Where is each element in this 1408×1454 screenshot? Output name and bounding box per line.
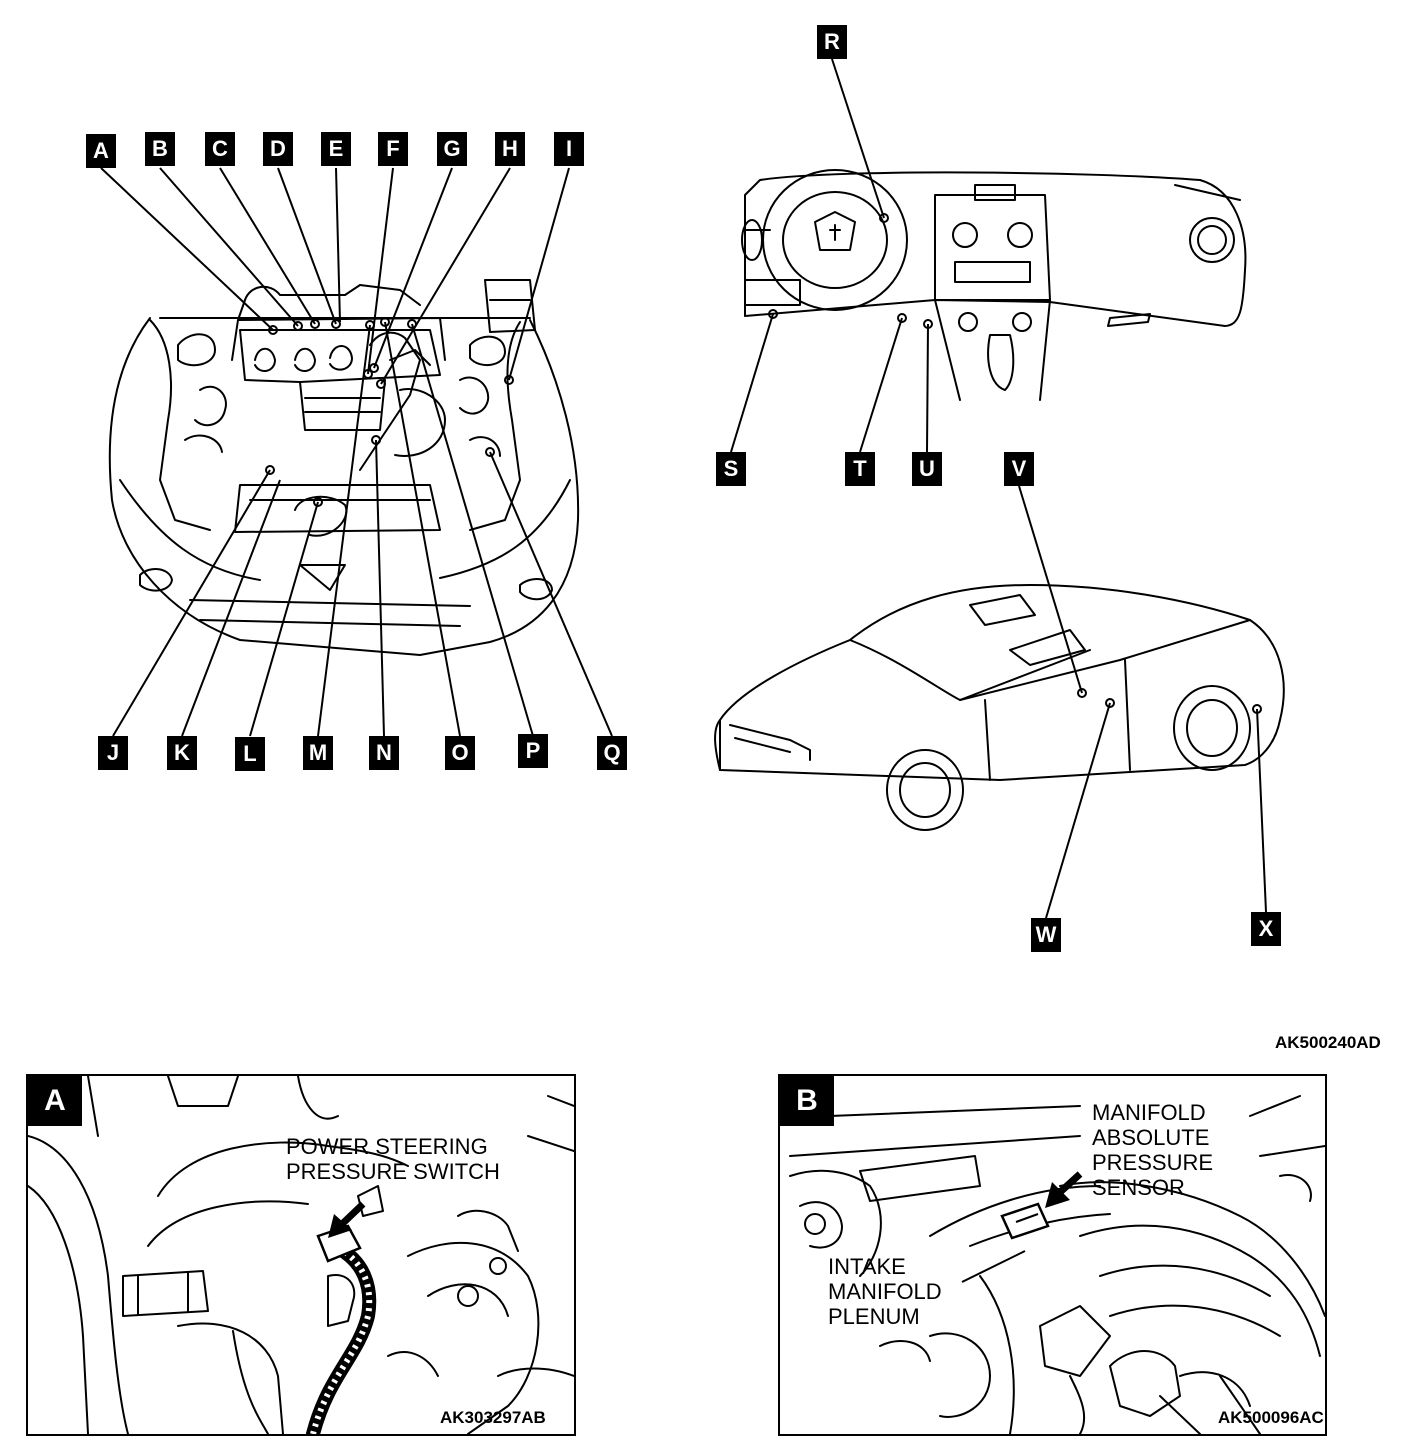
panel-b-tag: B [780,1076,834,1126]
map-sensor-label: MANIFOLD ABSOLUTE PRESSURE SENSOR [1092,1100,1214,1200]
label-e: E [321,132,351,166]
label-x: X [1251,912,1281,946]
label-i: I [554,132,584,166]
power-steering-pressure-switch-label: POWER STEERING PRESSURE SWITCH [286,1134,500,1184]
label-l: L [235,737,265,771]
map-sensor-photo-drawing [789,1095,1325,1434]
label-b: B [145,132,175,166]
panel-b-reference: AK500096AC [1218,1408,1324,1427]
panel-a-reference: AK303297AB [440,1408,546,1427]
label-u: U [912,452,942,486]
label-j: J [98,736,128,770]
panel-a-tag: A [28,1076,82,1126]
label-a: A [86,134,116,168]
label-r: R [817,25,847,59]
power-steering-switch-photo-drawing [28,1076,574,1434]
label-k: K [167,736,197,770]
label-o: O [445,736,475,770]
label-h: H [495,132,525,166]
label-d: D [263,132,293,166]
detail-panel-a: A POWER STEERING PRESSURE SWITCH AK30329… [26,1074,576,1436]
label-f: F [378,132,408,166]
label-q: Q [597,736,627,770]
label-v: V [1004,452,1034,486]
label-p: P [518,734,548,768]
detail-panel-b: B MANIFOLD ABSOLUTE PRESSURE SENSOR INTA… [778,1074,1327,1436]
label-n: N [369,736,399,770]
intake-manifold-plenum-label: INTAKE MANIFOLD PLENUM [828,1254,942,1329]
figure-reference: AK500240AD [1275,1033,1381,1052]
label-t: T [845,452,875,486]
label-s: S [716,452,746,486]
label-c: C [205,132,235,166]
label-g: G [437,132,467,166]
label-m: M [303,736,333,770]
label-w: W [1031,918,1061,952]
